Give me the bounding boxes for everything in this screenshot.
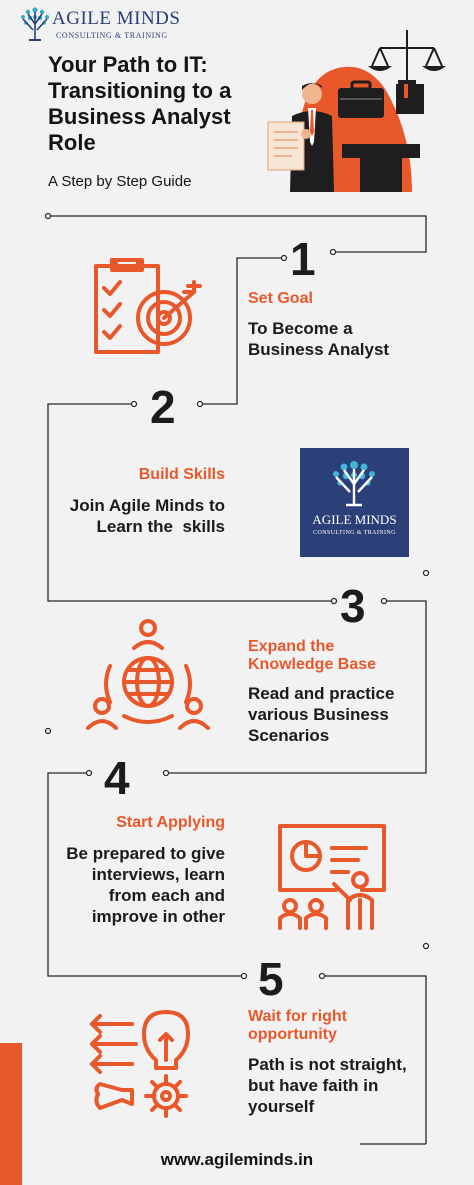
step-number-2: 2: [150, 381, 176, 433]
step-title-line: opportunity: [248, 1026, 337, 1043]
footer-url[interactable]: www.agileminds.in: [160, 1150, 314, 1169]
title-line: Transitioning to a: [48, 78, 232, 103]
step-title-line: Wait for right: [248, 1008, 347, 1025]
step-number-3: 3: [340, 580, 366, 632]
step-title-5: Wait for right opportunity: [248, 1008, 347, 1044]
step-title-2: Build Skills: [138, 466, 225, 483]
brain-tree-icon: [333, 461, 375, 507]
step-body-line: improve in other: [91, 907, 225, 926]
step-body-line: Read and practice: [248, 684, 395, 703]
step-body-3: Read and practice various Business Scena…: [248, 683, 394, 746]
step-title-line: Knowledge Base: [248, 656, 377, 673]
title-line: Business Analyst: [48, 104, 231, 129]
presentation-icon: [276, 820, 388, 932]
corner-accent-bar: [0, 1043, 22, 1185]
step-body-line: Scenarios: [248, 726, 330, 745]
step-body-line: but have faith in: [248, 1076, 379, 1095]
target-checklist-icon: [88, 256, 208, 356]
step-body-line: Business Analyst: [248, 340, 390, 359]
idea-gear-icon: [90, 1004, 212, 1122]
step-body-line: yourself: [248, 1097, 315, 1116]
title-line: Your Path to IT:: [48, 52, 208, 77]
step-body-line: To Become a: [248, 319, 353, 338]
brand-name: AGILE MINDS: [52, 8, 181, 29]
step-body-line: Join Agile Minds to: [69, 496, 225, 515]
agile-minds-logo: AGILE MINDS CONSULTING & TRAINING: [300, 448, 409, 557]
step-body-5: Path is not straight, but have faith in …: [248, 1054, 407, 1117]
step-body-line: from each and: [108, 886, 225, 905]
brain-tree-icon: [21, 7, 49, 41]
step-number-1: 1: [290, 233, 316, 285]
brand-tagline: CONSULTING & TRAINING: [56, 31, 168, 40]
step-number-4: 4: [104, 752, 130, 804]
step-body-line: various Business: [248, 705, 389, 724]
step-body-line: interviews, learn: [91, 865, 225, 884]
global-network-icon: [86, 618, 210, 734]
step-title-1: Set Goal: [248, 290, 313, 307]
step-title-3: Expand the Knowledge Base: [248, 638, 376, 674]
step-body-2: Join Agile Minds to Learn the skills: [20, 495, 225, 537]
step-body-line: Learn the skills: [96, 517, 226, 536]
step-body-4: Be prepared to give interviews, learn fr…: [10, 843, 225, 927]
logo-brand-name: AGILE MINDS: [312, 512, 397, 527]
logo-brand-tagline: CONSULTING & TRAINING: [313, 530, 396, 536]
page-subtitle: A Step by Step Guide: [48, 173, 192, 190]
step-body-line: Be prepared to give: [66, 844, 225, 863]
page-title: Your Path to IT: Transitioning to a Busi…: [48, 52, 288, 156]
businessman-illustration: [262, 22, 472, 192]
step-body-line: Path is not straight,: [248, 1055, 407, 1074]
title-line: Role: [48, 130, 96, 155]
step-title-4: Start Applying: [116, 814, 225, 831]
brand-logo: [18, 6, 52, 44]
step-title-line: Expand the: [248, 638, 335, 655]
step-body-1: To Become a Business Analyst: [248, 318, 389, 360]
step-number-5: 5: [258, 953, 284, 1005]
